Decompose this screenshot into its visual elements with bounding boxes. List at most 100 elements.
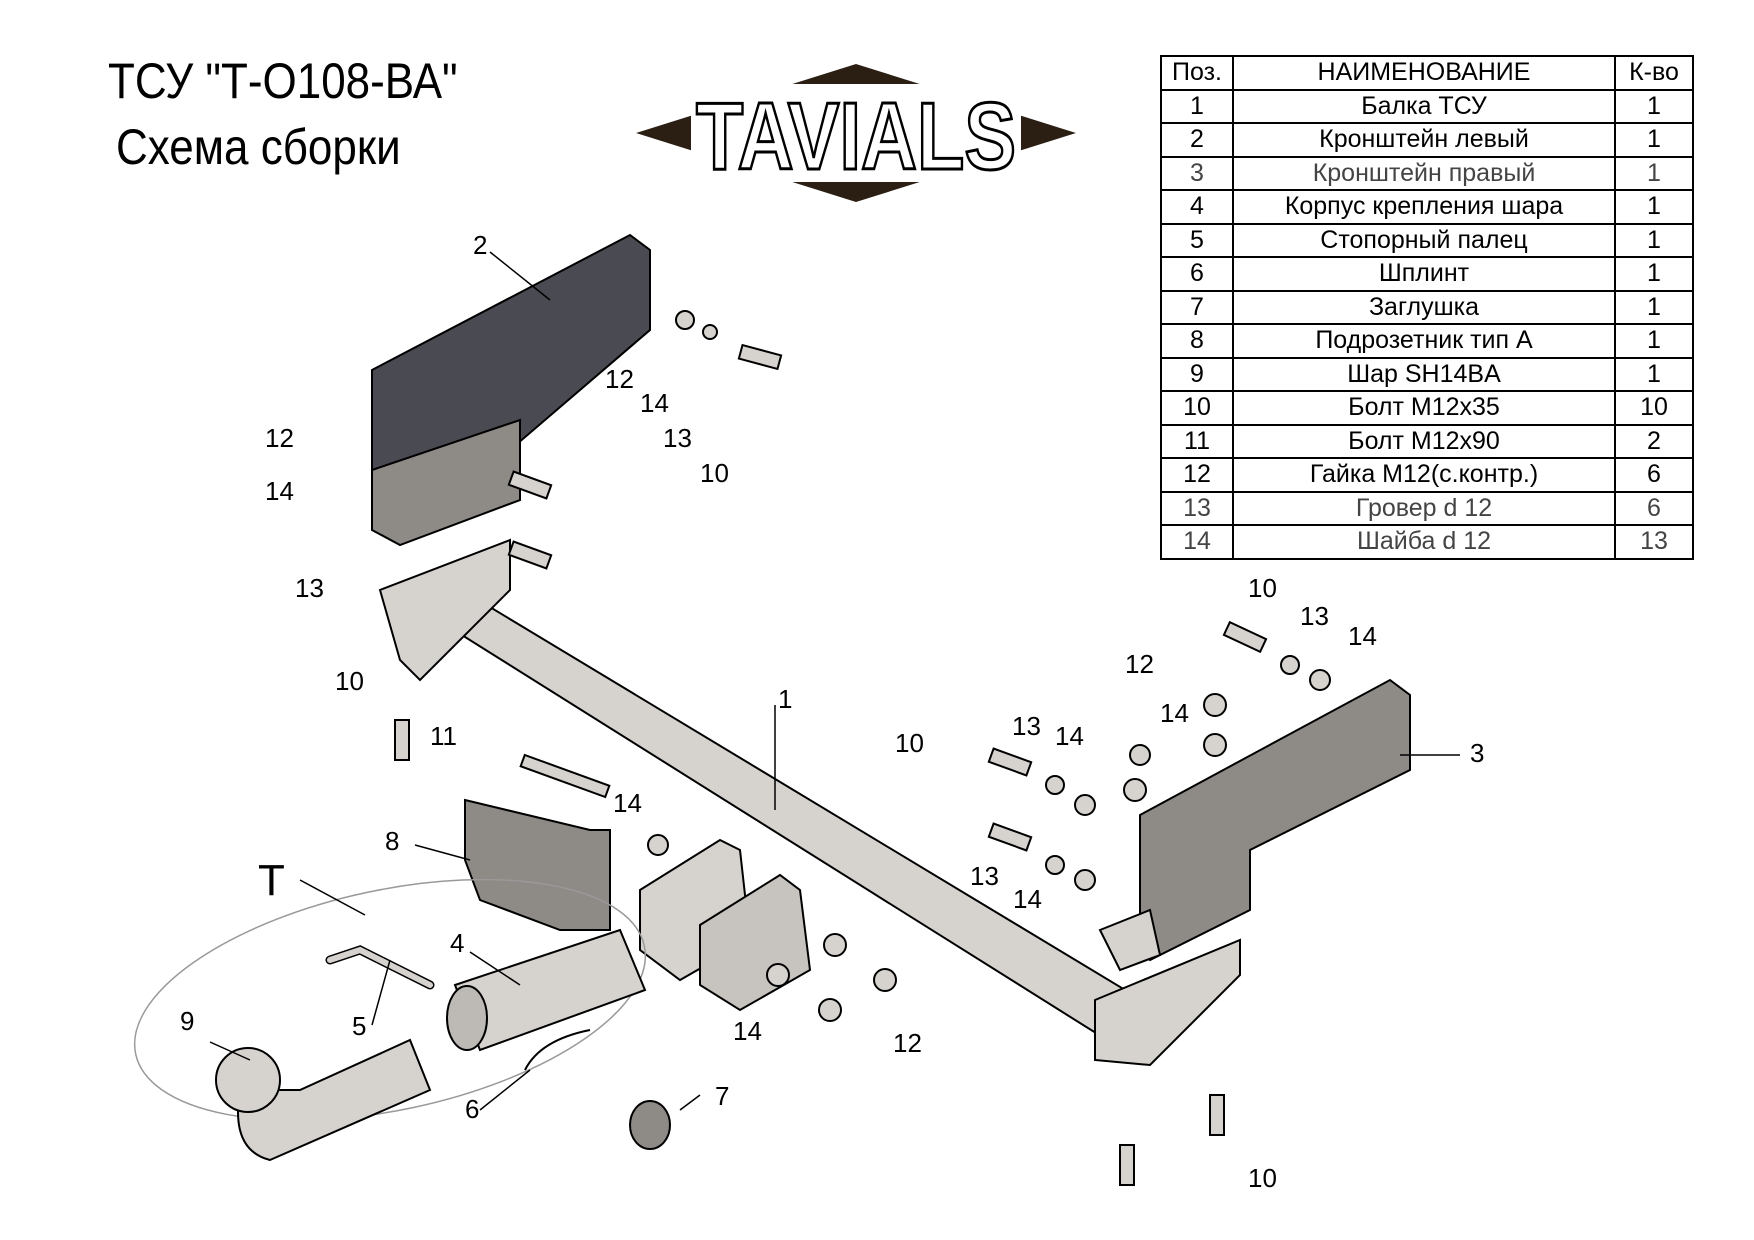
right-bracket-foot: [1098, 908, 1162, 972]
beam-right-plate: [1094, 938, 1241, 1067]
washer: [1309, 669, 1331, 691]
cell-name: Шайба d 12: [1232, 524, 1616, 560]
washer: [1123, 778, 1147, 802]
callout-1: 1: [778, 684, 792, 714]
cell-name: Гайка М12(с.контр.): [1232, 457, 1616, 493]
callout-2: 2: [473, 230, 487, 260]
cell-name: Болт М12х35: [1232, 390, 1616, 426]
col-header-name: НАИМЕНОВАНИЕ: [1232, 55, 1616, 91]
callout-14-h: 14: [733, 1016, 762, 1046]
nut: [873, 968, 897, 992]
tavials-logo: TAVIALS: [636, 64, 1076, 202]
lock-washer: [702, 324, 718, 340]
cell-pos: 11: [1160, 423, 1234, 459]
beam-left-plate: [378, 538, 511, 682]
washer: [675, 310, 695, 330]
bolt: [1119, 1144, 1135, 1186]
cell-qty: 2: [1614, 423, 1694, 459]
cell-qty: 6: [1614, 457, 1694, 493]
callout-14-g: 14: [1013, 884, 1042, 914]
cell-pos: 1: [1160, 88, 1234, 124]
leader-lines: [209, 251, 1460, 1111]
cell-pos: 7: [1160, 289, 1234, 325]
bolt: [394, 719, 410, 761]
cell-pos: 13: [1160, 490, 1234, 526]
cell-qty: 1: [1614, 155, 1694, 191]
callout-12-d: 12: [893, 1028, 922, 1058]
cell-name: Шар SH14BA: [1232, 356, 1616, 392]
logo-text: TAVIALS: [696, 83, 1016, 190]
cell-qty: 1: [1614, 222, 1694, 258]
cell-qty: 6: [1614, 490, 1694, 526]
callout-T: T: [258, 856, 285, 905]
washer: [766, 963, 790, 987]
callout-9: 9: [180, 1006, 194, 1036]
callout-4: 4: [450, 928, 464, 958]
drawing-title: ТСУ "Т-О108-ВА": [108, 53, 458, 109]
bolt: [987, 822, 1033, 852]
plug: [629, 1100, 671, 1150]
cell-qty: 10: [1614, 390, 1694, 426]
washer: [1074, 794, 1096, 816]
callout-10-b: 10: [335, 666, 364, 696]
tow-ball: [215, 1047, 281, 1113]
cell-qty: 1: [1614, 88, 1694, 124]
cell-name: Стопорный палец: [1232, 222, 1616, 258]
washer: [1203, 733, 1227, 757]
callout-10-a: 10: [700, 458, 729, 488]
cell-qty: 1: [1614, 356, 1694, 392]
cotter-pin: [524, 1029, 591, 1071]
callout-13-d: 13: [1012, 711, 1041, 741]
lock-washer: [1045, 775, 1065, 795]
cell-name: Заглушка: [1232, 289, 1616, 325]
callout-8: 8: [385, 826, 399, 856]
callout-10-e: 10: [1248, 1163, 1277, 1193]
lock-washer: [1280, 655, 1300, 675]
cell-name: Кронштейн левый: [1232, 122, 1616, 158]
cell-qty: 13: [1614, 524, 1694, 560]
callout-13-a: 13: [663, 423, 692, 453]
bolt: [507, 540, 553, 570]
ball-housing-end: [446, 985, 488, 1051]
bolt: [507, 470, 553, 500]
cell-qty: 1: [1614, 289, 1694, 325]
col-header-pos: Поз.: [1160, 55, 1234, 91]
socket-bracket: [464, 798, 611, 931]
cell-pos: 4: [1160, 189, 1234, 225]
callout-10-c: 10: [1248, 573, 1277, 603]
cell-name: Шплинт: [1232, 256, 1616, 292]
long-bolt: [519, 753, 611, 799]
cell-qty: 1: [1614, 256, 1694, 292]
washer: [823, 933, 847, 957]
cell-pos: 10: [1160, 390, 1234, 426]
cell-name: Корпус крепления шара: [1232, 189, 1616, 225]
col-header-qty: К-во: [1614, 55, 1694, 91]
callout-10-d: 10: [895, 728, 924, 758]
callout-12-c: 12: [1125, 649, 1154, 679]
callout-3: 3: [1470, 738, 1484, 768]
callout-5: 5: [352, 1011, 366, 1041]
bolt: [1222, 620, 1268, 654]
nut: [1203, 693, 1227, 717]
cell-name: Гровер d 12: [1232, 490, 1616, 526]
callout-13-c: 13: [1300, 601, 1329, 631]
callout-7: 7: [715, 1081, 729, 1111]
left-bracket-lower: [371, 418, 521, 547]
cell-pos: 5: [1160, 222, 1234, 258]
callout-11: 11: [430, 721, 457, 751]
cell-name: Балка ТСУ: [1232, 88, 1616, 124]
cell-pos: 6: [1160, 256, 1234, 292]
callout-12-a: 12: [605, 364, 634, 394]
washer: [647, 834, 669, 856]
cell-pos: 9: [1160, 356, 1234, 392]
